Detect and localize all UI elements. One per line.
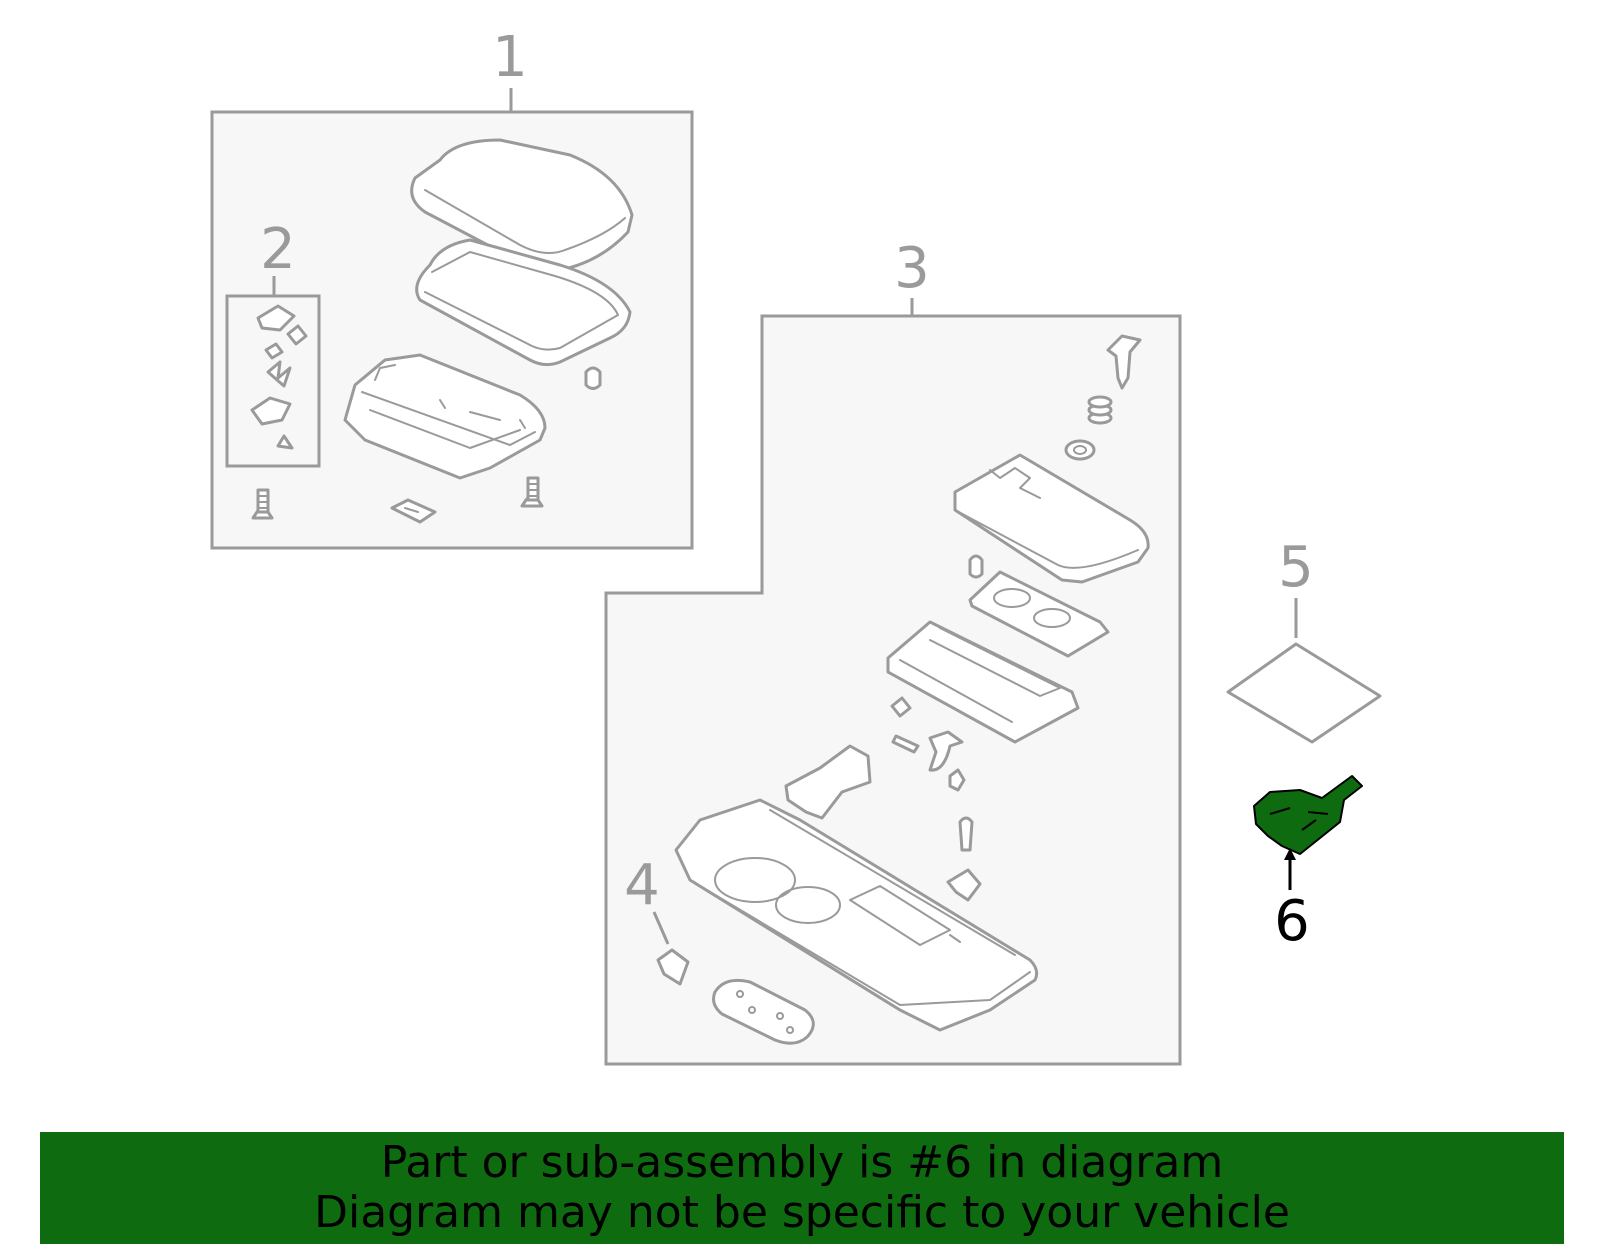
clip-a[interactable] [890, 696, 912, 718]
banner-line-2: Diagram may not be specific to your vehi… [314, 1187, 1290, 1238]
label-sheet[interactable] [1226, 642, 1382, 744]
bracket-side[interactable] [784, 744, 872, 820]
spring[interactable] [1087, 395, 1113, 425]
clip-4[interactable] [656, 948, 690, 986]
screw-small[interactable] [948, 768, 966, 792]
plug[interactable] [584, 366, 602, 390]
lid-inner-panel[interactable] [415, 238, 632, 367]
plug-small[interactable] [968, 554, 984, 579]
tray-panel[interactable] [886, 620, 1080, 744]
hinge-bracket[interactable] [256, 304, 296, 332]
hinge-latch[interactable] [250, 396, 292, 426]
screw-left[interactable] [251, 488, 274, 520]
washer[interactable] [1064, 439, 1096, 461]
pin[interactable] [958, 816, 974, 852]
assembly-1: 1 [210, 25, 694, 550]
callout-4[interactable]: 4 [624, 853, 660, 918]
assembly-5: 5 [1226, 535, 1382, 744]
assembly-2: 2 [225, 217, 321, 468]
hinge-screw[interactable] [276, 434, 294, 450]
retainer[interactable] [946, 868, 982, 902]
screw-right[interactable] [520, 476, 544, 508]
callout-1[interactable]: 1 [492, 25, 528, 90]
bracket-u[interactable] [928, 730, 964, 772]
hinge-pin[interactable] [264, 342, 284, 360]
push-clip[interactable] [1106, 334, 1142, 390]
callout-2[interactable]: 2 [260, 217, 296, 282]
callout-4-leader [652, 911, 670, 945]
banner-line-1: Part or sub-assembly is #6 in diagram [380, 1137, 1224, 1188]
console-lid[interactable] [953, 453, 1150, 584]
console-body[interactable] [674, 798, 1039, 1032]
callout-5[interactable]: 5 [1278, 535, 1314, 600]
callout-3[interactable]: 3 [894, 236, 930, 301]
highlighted-part-6[interactable] [1253, 775, 1363, 855]
assembly-4: 4 [624, 853, 670, 945]
lid-base-tray[interactable] [343, 353, 547, 480]
callout-6[interactable]: 6 [1274, 889, 1310, 954]
clip-b[interactable] [891, 734, 920, 754]
assembly-3: 3 [604, 236, 1182, 1066]
hinge-clip[interactable] [286, 324, 308, 346]
assembly-6: 6 [1253, 775, 1363, 954]
info-banner: Part or sub-assembly is #6 in diagram Di… [40, 1132, 1564, 1244]
hinge-spring[interactable] [266, 360, 292, 388]
lid-pad[interactable] [410, 138, 634, 272]
cup-holder-insert[interactable] [968, 570, 1110, 658]
